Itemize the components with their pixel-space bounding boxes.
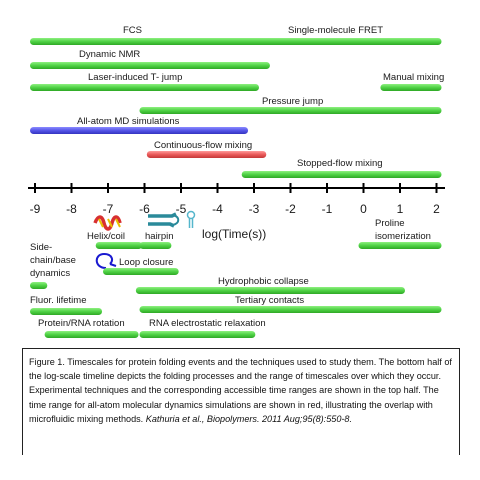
label-hydrophobic: Hydrophobic collapse [218,276,309,287]
axis-tick-label: -4 [212,202,223,216]
axis-tick-label: -5 [176,202,187,216]
label-sflow: Stopped-flow mixing [297,158,383,169]
bar-hydrophobic [135,287,405,294]
axis-ticks: -9 -8 -7 -6 -5 -4 -3 -2 -1 0 1 2 [30,183,440,216]
bar-rnaelec [139,331,256,338]
label-rnaelec: RNA electrostatic relaxation [149,318,266,329]
bar-sflow [241,171,442,178]
bar-nmr [30,62,270,69]
figure-caption: Figure 1. Timescales for protein folding… [29,355,453,426]
bar-md [30,127,249,134]
caption-citation: Kathuria et al., Biopolymers. 2011 Aug;9… [145,413,352,424]
bar-tjump [30,84,259,91]
axis-tick-label: 1 [397,202,404,216]
hairpin-icon [148,212,180,228]
log-time-axis: -9 -8 -7 -6 -5 -4 -3 -2 -1 0 1 2 log(Time(s)) [28,183,445,241]
bar-fcs [30,38,241,45]
axis-tick-label: 0 [360,202,367,216]
label-hairpin: hairpin [145,231,174,242]
bar-pressure [139,107,442,114]
bar-sidechain [30,282,48,289]
label-sidechain-2: chain/base [30,255,76,266]
axis-tick-label: -3 [249,202,260,216]
caption-text: Figure 1. Timescales for protein folding… [29,357,452,424]
axis-tick-label: -6 [139,202,150,216]
label-proline-1: Proline [375,218,405,229]
label-smfret: Single-molecule FRET [288,25,383,36]
bar-tertiary [139,306,442,313]
label-fluor: Fluor. lifetime [30,295,87,306]
bar-helix [95,242,143,249]
helix-icon [93,215,122,231]
label-nmr: Dynamic NMR [79,49,140,60]
label-rotation: Protein/RNA rotation [38,318,125,329]
label-loop: Loop closure [119,257,173,268]
rna-hairpin-icon [186,210,196,228]
bar-cflow [146,151,267,158]
label-tertiary: Tertiary contacts [235,295,304,306]
figure-caption-box: Figure 1. Timescales for protein folding… [22,348,460,455]
techniques-group: FCS Single-molecule FRET Dynamic NMR Las… [30,25,444,178]
bar-manual [380,84,442,91]
bar-smfret [230,38,442,45]
bar-fluor [30,308,103,315]
axis-tick-label: -7 [103,202,114,216]
label-pressure: Pressure jump [262,96,323,107]
axis-tick-label: -1 [322,202,333,216]
label-sidechain-3: dynamics [30,268,70,279]
loop-closure-icon [95,252,117,269]
bar-rotation [44,331,139,338]
axis-tick-label: 2 [433,202,440,216]
label-helix: Helix/coil [87,231,125,242]
axis-tick-label: -9 [30,202,41,216]
bar-proline [358,242,442,249]
label-md: All-atom MD simulations [77,116,180,127]
label-proline-2: isomerization [375,231,431,242]
bar-loop [103,268,179,275]
bar-hairpin [139,242,172,249]
axis-tick-label: -8 [66,202,77,216]
axis-label: log(Time(s)) [202,227,266,241]
label-fcs: FCS [123,25,142,36]
label-sidechain-1: Side- [30,242,52,253]
processes-group: Helix/coil hairpin Proline isomerization… [30,218,442,338]
label-manual: Manual mixing [383,72,444,83]
label-tjump: Laser-induced T- jump [88,72,182,83]
axis-tick-label: -2 [285,202,296,216]
label-cflow: Continuous-flow mixing [154,140,252,151]
